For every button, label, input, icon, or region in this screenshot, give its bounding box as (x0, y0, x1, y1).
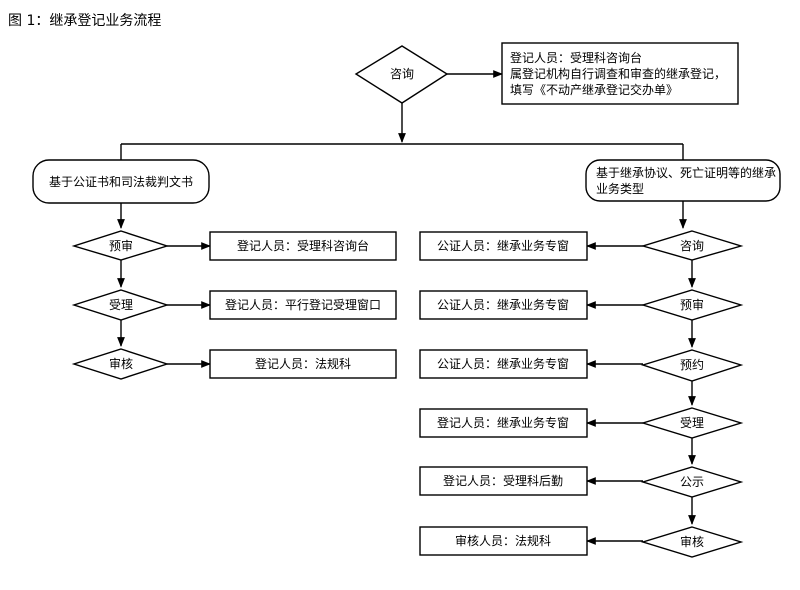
decision-consult-top (354, 45, 449, 104)
decision-label-right-step-3: 预约 (680, 357, 704, 372)
decision-label-right-step-1: 咨询 (680, 238, 704, 253)
note-label-right-step-4: 登记人员：继承业务专窗 (437, 415, 569, 430)
decision-label-right-step-4: 受理 (680, 416, 704, 430)
right-branch-label-line-2: 业务类型 (596, 181, 644, 196)
note-right-step-3 (419, 349, 588, 379)
note-top-line-1: 登记人员：受理科咨询台 (510, 50, 642, 65)
decision-right-step-1 (640, 230, 744, 261)
note-label-right-step-1: 公证人员：继承业务专窗 (437, 238, 569, 253)
decision-label-right-step-5: 公示 (680, 475, 704, 489)
note-label-left-step-2: 登记人员：平行登记受理窗口 (225, 297, 381, 312)
decision-right-step-3 (640, 349, 744, 382)
decision-left-step-2 (71, 289, 170, 321)
decision-label-left-step-2: 受理 (109, 298, 133, 312)
note-label-right-step-5: 登记人员：受理科后勤 (443, 473, 563, 488)
note-right-step-1 (419, 231, 588, 261)
note-left-step-3 (209, 349, 397, 379)
decision-label-consult-top: 咨询 (390, 66, 414, 81)
decision-label-left-step-3: 审核 (109, 356, 133, 371)
decision-label-right-step-6: 审核 (680, 534, 704, 549)
decision-right-step-5 (640, 466, 744, 498)
decision-label-right-step-2: 预审 (680, 297, 704, 312)
decision-right-step-2 (640, 289, 744, 321)
note-box-top (501, 42, 739, 105)
note-label-left-step-1: 登记人员：受理科咨询台 (237, 238, 369, 253)
note-left-step-2 (209, 290, 397, 320)
note-right-step-6 (419, 526, 588, 556)
decision-right-step-6 (640, 526, 744, 558)
note-label-right-step-2: 公证人员：继承业务专窗 (437, 297, 569, 312)
decision-left-step-3 (71, 348, 170, 380)
left-branch-label: 基于公证书和司法裁判文书 (49, 174, 193, 189)
note-left-step-1 (209, 231, 397, 261)
note-right-step-4 (419, 408, 588, 438)
note-label-left-step-3: 登记人员：法规科 (255, 356, 351, 371)
figure-caption: 图 1：继承登记业务流程 (8, 13, 162, 29)
left-branch-box (32, 159, 210, 204)
note-top-line-3: 填写《不动产继承登记交办单》 (510, 82, 678, 97)
note-label-right-step-6: 审核人员：法规科 (455, 533, 551, 548)
note-top-line-2: 属登记机构自行调查和审查的继承登记， (510, 66, 726, 81)
decision-right-step-4 (640, 407, 744, 439)
note-right-step-2 (419, 290, 588, 320)
decision-left-step-1 (71, 230, 170, 261)
right-branch-box (585, 159, 781, 202)
right-branch-label-line-1: 基于继承协议、死亡证明等的继承 (596, 165, 776, 180)
note-label-right-step-3: 公证人员：继承业务专窗 (437, 356, 569, 371)
note-right-step-5 (419, 466, 588, 496)
decision-label-left-step-1: 预审 (109, 238, 133, 253)
